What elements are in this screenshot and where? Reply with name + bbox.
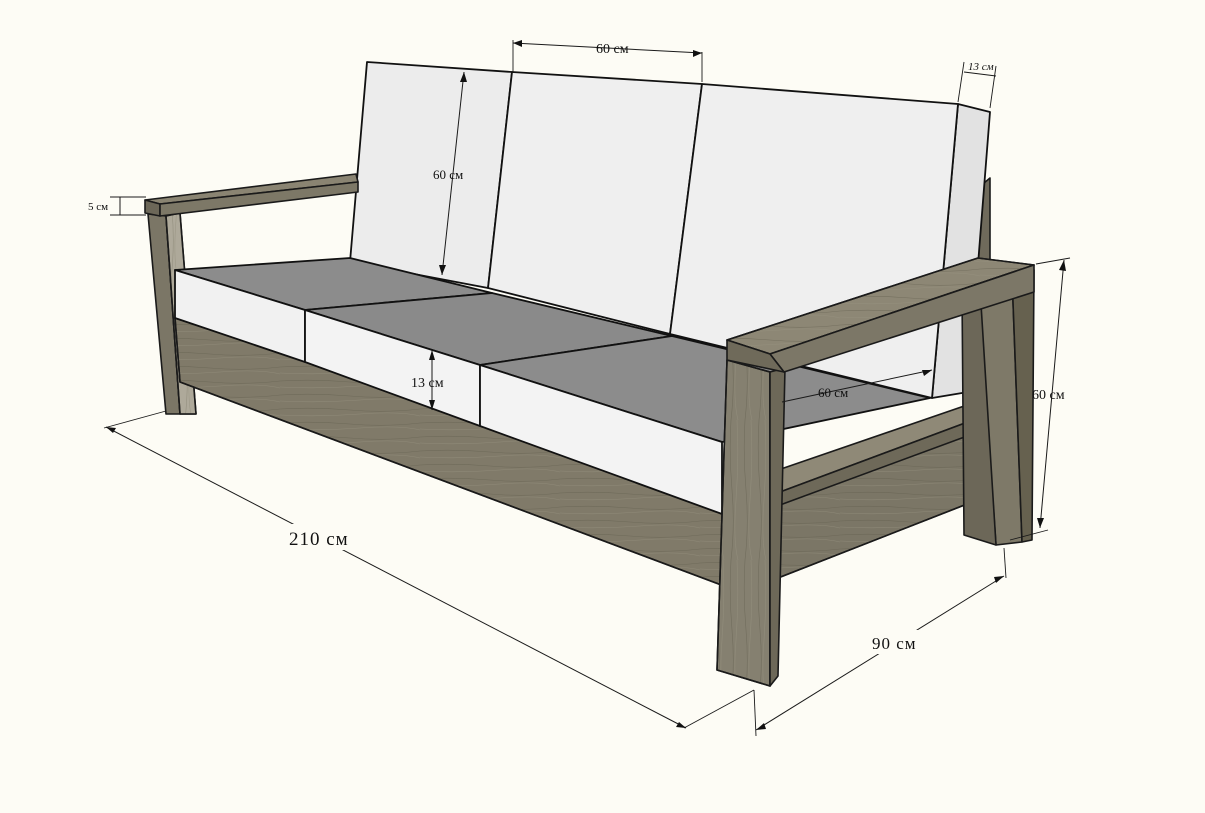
dim-armrest-thickness: 5 см xyxy=(88,201,108,213)
back-cushion-left xyxy=(349,61,513,289)
right-armrest-end xyxy=(726,339,785,373)
dim-total-depth: 90 см xyxy=(872,634,917,653)
dim-seat-depth: 60 см xyxy=(818,385,848,400)
dim-back-height: 60 см xyxy=(433,167,463,182)
dim-total-height: 60 см xyxy=(1032,388,1065,403)
right-arm-assembly xyxy=(716,257,1035,687)
dim-seat-thickness: 13 см xyxy=(411,376,444,391)
seat-cushions xyxy=(174,257,931,515)
dim-back-depth: 13 см xyxy=(968,61,994,73)
dimensions: 60 см 13 см 60 см 5 см 13 см 60 см 60 см xyxy=(88,40,1071,737)
dim-back-width: 60 см xyxy=(596,42,629,57)
left-armrest-side xyxy=(159,181,359,217)
dim-total-length: 210 см xyxy=(289,529,349,550)
back-cushion-middle xyxy=(487,71,703,335)
